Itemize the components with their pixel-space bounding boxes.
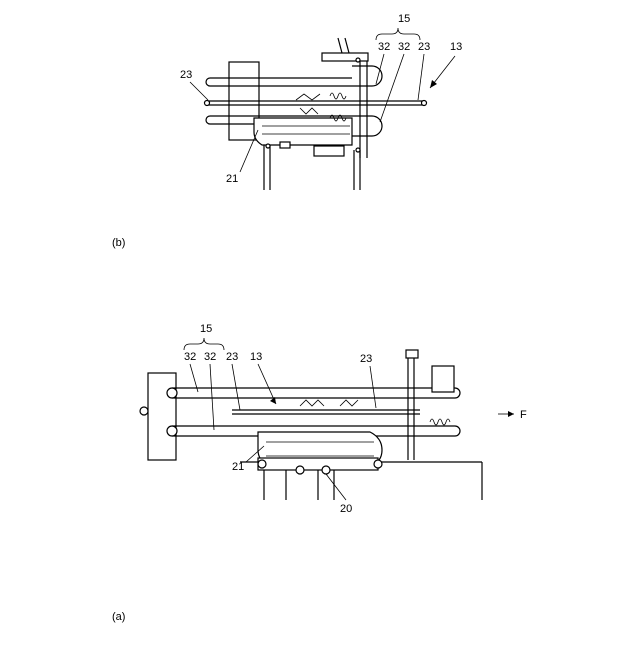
panel-b-label-rod-b: 32	[398, 41, 410, 53]
panel-a-labels: 15 32 32 23 13 23 21 20 F (a)	[112, 323, 527, 623]
panel-a-label-brace: 15	[200, 323, 212, 335]
panel-a-label-mechanism: 13	[250, 351, 262, 363]
panel-a-drawing	[140, 350, 482, 500]
panel-b-label-brace: 15	[398, 13, 410, 25]
panel-a-label-spring-b: 23	[360, 353, 372, 365]
panel-a-label-spring-a: 23	[226, 351, 238, 363]
panel-a-caption: (a)	[112, 611, 125, 623]
panel-a-label-mount: 20	[340, 503, 352, 515]
panel-a-label-direction: F	[520, 409, 527, 421]
panel-a-label-rod-b: 32	[204, 351, 216, 363]
panel-a-label-plate: 21	[232, 461, 244, 473]
panel-b-label-mechanism: 13	[450, 41, 462, 53]
panel-b-caption: (b)	[112, 237, 125, 249]
panel-a-brace	[184, 338, 224, 350]
panel-a-label-rod-a: 32	[184, 351, 196, 363]
panel-b-label-spring-b: 23	[180, 69, 192, 81]
panel-b-label-rod-a: 32	[378, 41, 390, 53]
panel-b-label-plate: 21	[226, 173, 238, 185]
panel-b-drawing	[205, 38, 427, 190]
panel-b-brace	[376, 28, 420, 40]
panel-b-spring	[296, 93, 346, 121]
panel-b-label-spring-a: 23	[418, 41, 430, 53]
